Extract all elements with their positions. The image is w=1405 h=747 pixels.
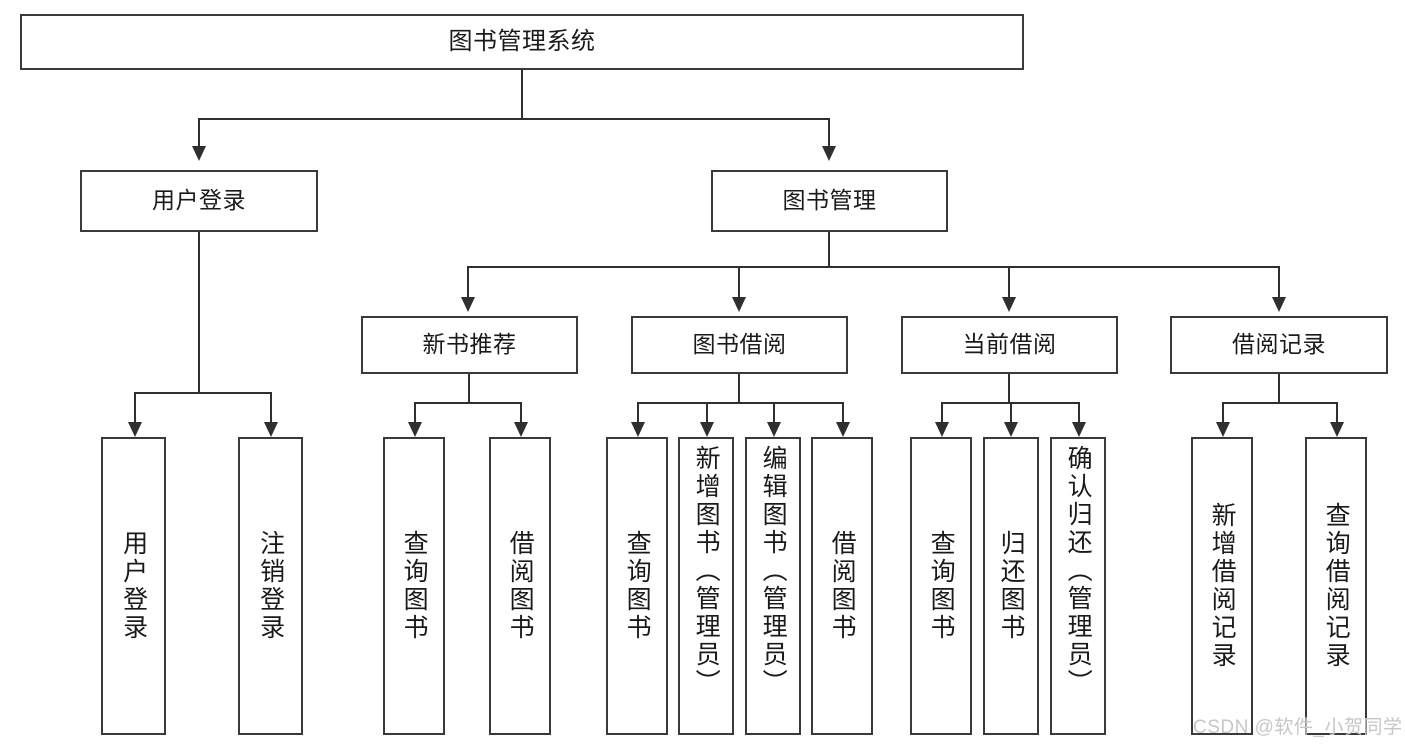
node-label: 借阅图书 <box>828 530 857 642</box>
connector-drop-leaf-nbr-1 <box>520 402 522 425</box>
connector-drop-leaf-cb-2 <box>1078 402 1080 425</box>
leaf-book-borrow-edit-book-admin[interactable]: 编辑图书（管理员） <box>745 437 801 735</box>
connector-book-borrow-bus <box>637 402 844 404</box>
arrowhead-leaf-user-login-0 <box>128 422 142 437</box>
connector-drop-leaf-bb-2 <box>773 402 775 425</box>
node-label: 用户登录 <box>152 187 246 214</box>
node-label: 查询图书 <box>927 530 956 642</box>
leaf-borrow-record-add-record[interactable]: 新增借阅记录 <box>1191 437 1253 735</box>
connector-drop-leaf-cb-1 <box>1010 402 1012 425</box>
connector-book-borrow-stem <box>738 374 740 404</box>
connector-drop-leaf-nbr-0 <box>414 402 416 425</box>
node-label: 编辑图书（管理员） <box>759 445 788 697</box>
connector-drop-borrow-record <box>1278 266 1280 300</box>
arrowhead-leaf-bb-2 <box>767 422 781 437</box>
arrowhead-new-book-recommend <box>461 297 475 312</box>
connector-user-login-bus <box>134 392 272 394</box>
leaf-book-borrow-add-book-admin[interactable]: 新增图书（管理员） <box>678 437 734 735</box>
leaf-book-borrow-query-book[interactable]: 查询图书 <box>606 437 668 735</box>
arrowhead-leaf-cb-2 <box>1072 422 1086 437</box>
connector-drop-leaf-cb-0 <box>941 402 943 425</box>
leaf-book-borrow-borrow-book[interactable]: 借阅图书 <box>811 437 873 735</box>
connector-level3-bus <box>467 266 1280 268</box>
arrowhead-leaf-nbr-1 <box>514 422 528 437</box>
connector-drop-leaf-bb-1 <box>706 402 708 425</box>
connector-level2-bus <box>198 118 830 120</box>
arrowhead-leaf-bb-3 <box>836 422 850 437</box>
connector-drop-leaf-bb-0 <box>637 402 639 425</box>
node-label: 用户登录 <box>119 530 148 642</box>
leaf-user-login-user-login[interactable]: 用户登录 <box>101 437 166 735</box>
connector-drop-leaf-bb-3 <box>842 402 844 425</box>
leaf-new-book-recommend-borrow-book[interactable]: 借阅图书 <box>489 437 551 735</box>
leaf-current-borrow-return-book[interactable]: 归还图书 <box>983 437 1039 735</box>
node-label: 借阅记录 <box>1232 331 1326 358</box>
node-label: 查询图书 <box>623 530 652 642</box>
leaf-current-borrow-query-book[interactable]: 查询图书 <box>910 437 972 735</box>
node-label: 新增图书（管理员） <box>692 445 721 697</box>
node-label: 注销登录 <box>256 530 285 642</box>
connector-current-borrow-stem <box>1008 374 1010 404</box>
arrowhead-user-login <box>192 146 206 161</box>
node-current-borrow[interactable]: 当前借阅 <box>901 316 1118 374</box>
arrowhead-leaf-cb-1 <box>1004 422 1018 437</box>
node-label: 查询图书 <box>400 530 429 642</box>
node-user-login[interactable]: 用户登录 <box>80 170 318 232</box>
node-book-borrow[interactable]: 图书借阅 <box>631 316 848 374</box>
node-label: 借阅图书 <box>506 530 535 642</box>
leaf-new-book-recommend-query-book[interactable]: 查询图书 <box>383 437 445 735</box>
connector-drop-leaf-br-1 <box>1336 402 1338 425</box>
arrowhead-book-borrow <box>732 297 746 312</box>
node-book-management[interactable]: 图书管理 <box>711 170 948 232</box>
connector-drop-leaf-user-login-0 <box>134 392 136 425</box>
node-label: 确认归还（管理员） <box>1064 445 1093 697</box>
node-label: 当前借阅 <box>962 331 1057 358</box>
node-label: 图书管理系统 <box>448 27 596 55</box>
leaf-borrow-record-query-record[interactable]: 查询借阅记录 <box>1305 437 1367 735</box>
connector-new-book-recommend-bus <box>414 402 522 404</box>
watermark-text: CSDN @软件_小贺同学 <box>1193 717 1403 738</box>
leaf-current-borrow-confirm-return-admin[interactable]: 确认归还（管理员） <box>1050 437 1106 735</box>
connector-drop-new-book-recommend <box>467 266 469 300</box>
leaf-user-login-logout[interactable]: 注销登录 <box>238 437 303 735</box>
node-new-book-recommend[interactable]: 新书推荐 <box>361 316 578 374</box>
arrowhead-leaf-br-1 <box>1330 422 1344 437</box>
connector-drop-leaf-user-login-1 <box>270 392 272 425</box>
connector-drop-current-borrow <box>1008 266 1010 300</box>
connector-borrow-record-stem <box>1278 374 1280 404</box>
connector-drop-book-management <box>828 118 830 148</box>
node-label: 图书管理 <box>782 187 877 214</box>
arrowhead-leaf-bb-1 <box>700 422 714 437</box>
node-label: 新增借阅记录 <box>1208 502 1237 670</box>
connector-new-book-recommend-stem <box>468 374 470 404</box>
connector-root-stem <box>521 70 523 118</box>
arrowhead-borrow-record <box>1272 297 1286 312</box>
arrowhead-book-management <box>822 146 836 161</box>
connector-user-login-stem <box>198 232 200 394</box>
arrowhead-leaf-cb-0 <box>935 422 949 437</box>
node-label: 图书借阅 <box>692 331 787 358</box>
node-borrow-record[interactable]: 借阅记录 <box>1170 316 1388 374</box>
arrowhead-leaf-br-0 <box>1216 422 1230 437</box>
node-label: 归还图书 <box>997 530 1026 642</box>
arrowhead-leaf-nbr-0 <box>408 422 422 437</box>
connector-drop-user-login <box>198 118 200 148</box>
node-label: 新书推荐 <box>422 331 517 358</box>
connector-borrow-record-bus <box>1222 402 1338 404</box>
node-root-book-management-system[interactable]: 图书管理系统 <box>20 14 1024 70</box>
connector-book-management-stem <box>828 232 830 268</box>
node-label: 查询借阅记录 <box>1322 502 1351 670</box>
arrowhead-leaf-user-login-1 <box>264 422 278 437</box>
arrowhead-current-borrow <box>1002 297 1016 312</box>
connector-drop-book-borrow <box>738 266 740 300</box>
connector-drop-leaf-br-0 <box>1222 402 1224 425</box>
arrowhead-leaf-bb-0 <box>631 422 645 437</box>
